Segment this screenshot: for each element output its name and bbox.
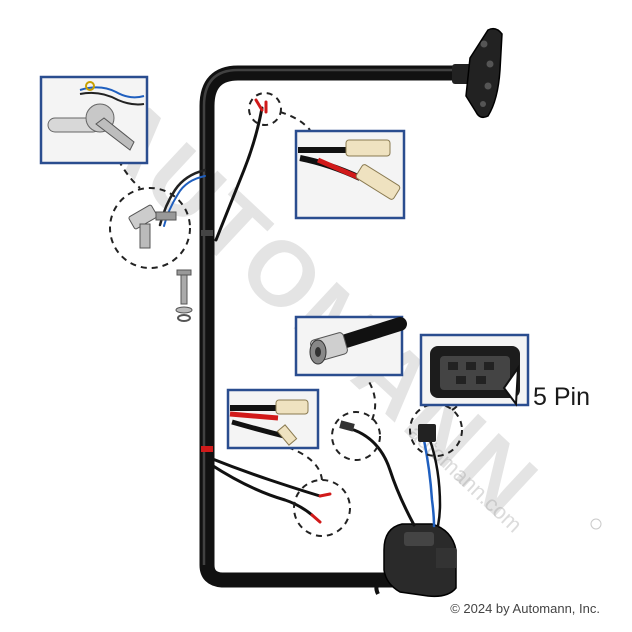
bottom-mount bbox=[374, 523, 457, 598]
detail-box-coax-connector bbox=[294, 315, 407, 377]
copyright-notice: © 2024 by Automann, Inc. bbox=[450, 601, 600, 616]
registered-mark bbox=[590, 518, 602, 530]
detail-box-lead-connector bbox=[226, 388, 320, 450]
connector-pin-label: 5 Pin bbox=[533, 383, 590, 411]
detail-callout-circles bbox=[109, 92, 463, 537]
wiring-harness bbox=[158, 98, 442, 528]
detail-box-swivel bbox=[39, 75, 149, 165]
detail-box-red-connector bbox=[294, 129, 406, 220]
pivot-adjuster bbox=[128, 204, 177, 249]
cable-clips bbox=[201, 230, 213, 452]
mounting-bracket bbox=[465, 27, 503, 119]
mirror-arm-frame bbox=[199, 64, 474, 588]
bolt-and-washer bbox=[175, 269, 193, 322]
detail-box-5-pin-connector bbox=[419, 333, 530, 407]
